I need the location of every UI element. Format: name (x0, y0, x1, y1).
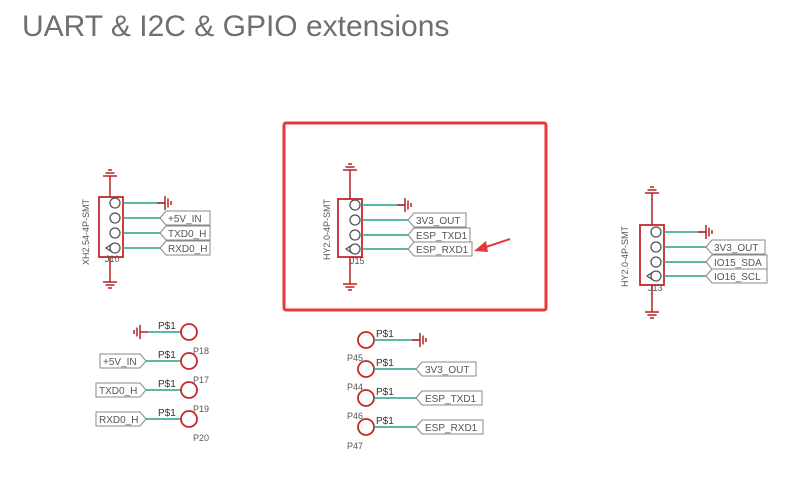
j13-net-3: IO16_SCL (714, 272, 761, 283)
page-title: UART & I2C & GPIO extensions (22, 10, 450, 43)
connector-j10-ref: J10 (105, 254, 120, 264)
pad-left-4-ref: P20 (193, 433, 209, 443)
pad-center-3-ref: P46 (347, 411, 363, 421)
pad-left-4-pin: P$1 (158, 408, 176, 419)
j10-net-1: +5V_IN (168, 214, 202, 225)
pad-center-1-ref: P45 (347, 353, 363, 363)
connector-j13-ref: J13 (648, 283, 663, 293)
pad-center-4-ref: P47 (347, 441, 363, 451)
pads-left: P$1 P18 +5V_IN P$1 P17 TXD0_H P$1 P19 RX… (95, 321, 209, 443)
connector-j15: HY2.0-4P-SMT J15 3V3_OUT ESP_TXD1 ESP_RX… (322, 163, 511, 291)
pad-center-4-net: ESP_RXD1 (425, 423, 478, 434)
j15-net-3: ESP_RXD1 (416, 245, 469, 256)
pad-center-2-ref: P44 (347, 382, 363, 392)
pad-left-2-ref: P17 (193, 375, 209, 385)
j10-net-3: RXD0_H (168, 244, 207, 255)
connector-j15-ref: J15 (350, 256, 365, 266)
pad-center-3-net: ESP_TXD1 (425, 394, 477, 405)
pads-center: P$1 P45 3V3_OUT P$1 P44 ESP_TXD1 P$1 P46… (347, 329, 484, 451)
pad-center-2-net: 3V3_OUT (425, 365, 469, 376)
j15-net-1: 3V3_OUT (416, 216, 460, 227)
connector-j13-footprint: HY2.0-4P-SMT (620, 225, 630, 287)
pad-left-2-net: +5V_IN (103, 357, 137, 368)
j15-net-2: ESP_TXD1 (416, 231, 468, 242)
connector-j15-footprint: HY2.0-4P-SMT (322, 198, 332, 260)
pad-left-4-net: RXD0_H (99, 415, 138, 426)
pad-left-3-ref: P19 (193, 404, 209, 414)
pad-center-4-pin: P$1 (376, 416, 394, 427)
j13-net-2: IO15_SDA (714, 258, 762, 269)
red-arrow-icon (474, 238, 511, 252)
pad-left-1-ref: P18 (193, 346, 209, 356)
pad-left-3-net: TXD0_H (99, 386, 137, 397)
pad-center-2-pin: P$1 (376, 358, 394, 369)
connector-j13: HY2.0-4P-SMT J13 3V3_OUT IO15_SDA IO16_S… (620, 186, 768, 319)
pad-center-3-pin: P$1 (376, 387, 394, 398)
j13-net-1: 3V3_OUT (714, 243, 758, 254)
pad-left-2-pin: P$1 (158, 350, 176, 361)
highlight-box (282, 121, 548, 312)
pad-center-1-pin: P$1 (376, 329, 394, 340)
connector-j10-footprint: XH2.54-4P-SMT (81, 198, 91, 265)
pad-left-3-pin: P$1 (158, 379, 176, 390)
j10-net-2: TXD0_H (168, 229, 206, 240)
connector-j10: XH2.54-4P-SMT J10 +5V_IN TXD0_H RXD0_H (81, 169, 211, 289)
pad-left-1-pin: P$1 (158, 321, 176, 332)
